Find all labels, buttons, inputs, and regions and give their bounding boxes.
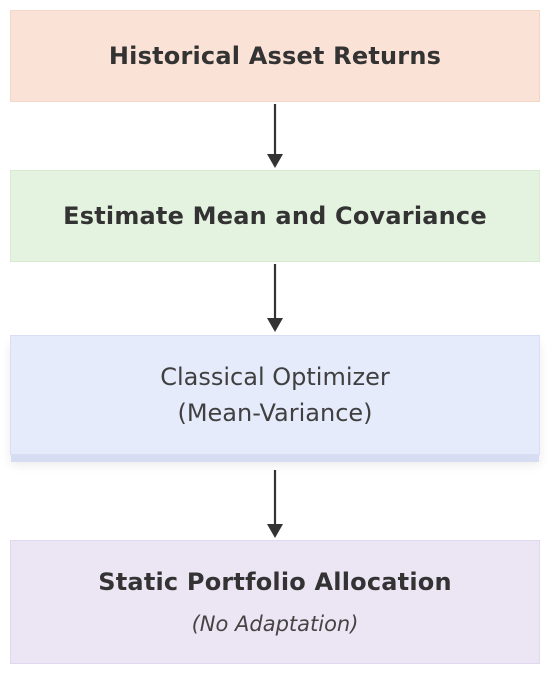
node-estimate-mean-covariance: Estimate Mean and Covariance xyxy=(10,170,540,262)
node-sublabel: (No Adaptation) xyxy=(191,612,359,636)
node-label: Estimate Mean and Covariance xyxy=(63,202,487,230)
node-label: Historical Asset Returns xyxy=(108,42,442,70)
node-historical-asset-returns: Historical Asset Returns xyxy=(10,10,540,102)
arrow-down-icon xyxy=(267,470,283,538)
arrow-down-icon xyxy=(267,104,283,168)
node-classical-optimizer: Classical Optimizer (Mean-Variance) xyxy=(10,335,540,455)
node-label: Static Portfolio Allocation xyxy=(98,568,452,596)
node-label-line2: (Mean-Variance) xyxy=(177,399,373,427)
node-label-line1: Classical Optimizer xyxy=(160,363,390,391)
arrow-down-icon xyxy=(267,264,283,332)
node-static-portfolio-allocation: Static Portfolio Allocation (No Adaptati… xyxy=(10,540,540,664)
